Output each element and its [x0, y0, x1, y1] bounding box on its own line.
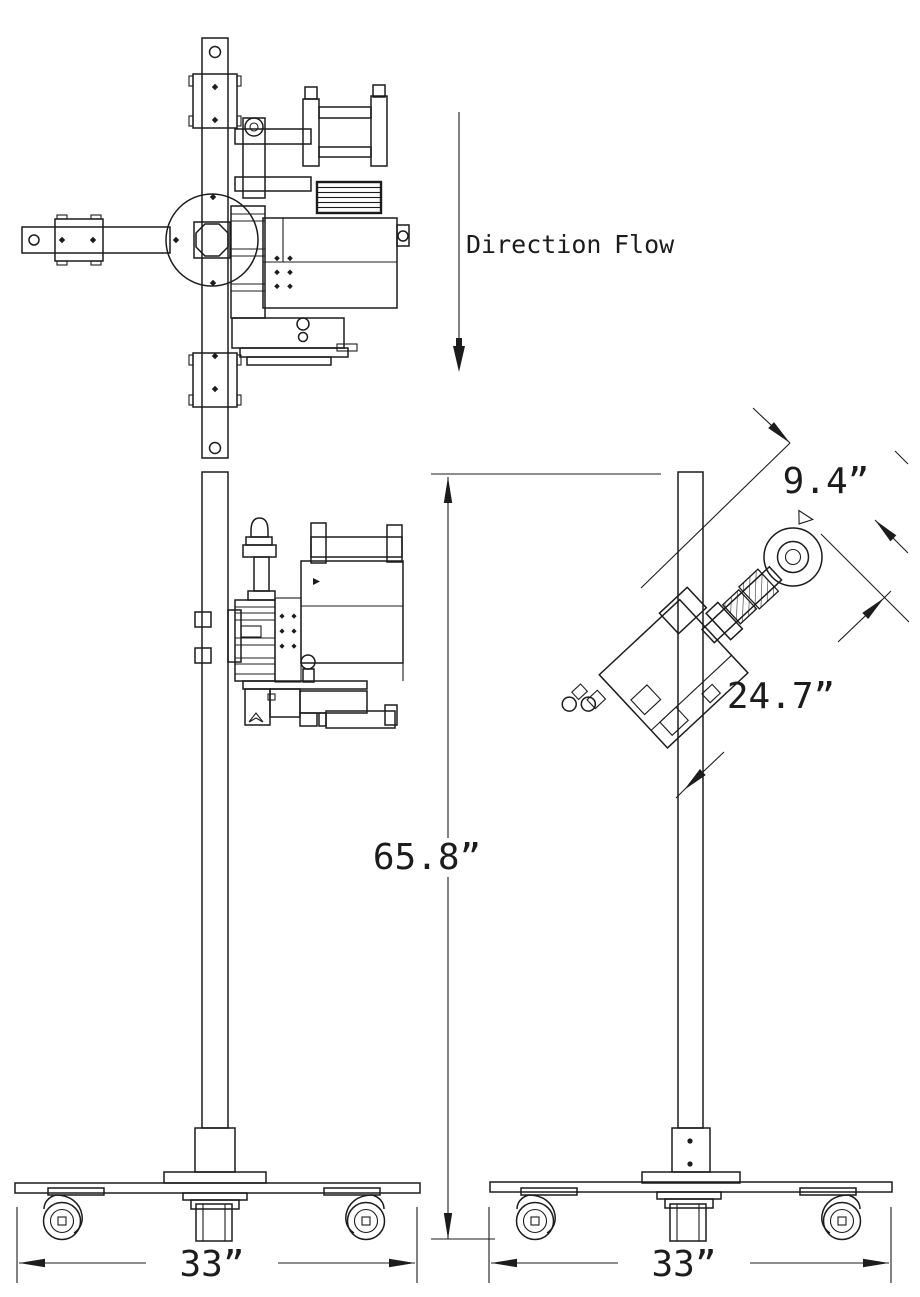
direction-flow-label-word1: Direction [466, 230, 601, 259]
plan-view [21, 37, 410, 459]
dimension-base-width-side: 33” [488, 1207, 892, 1285]
rewind-spool [302, 84, 388, 167]
head-length-label: 24.7” [727, 676, 835, 717]
dimension-head-width: 9.4” [640, 407, 909, 589]
crossbar-clamp-top [188, 73, 242, 129]
plan-crossbar [201, 37, 229, 459]
caster-right-side [799, 1187, 862, 1241]
knob [244, 117, 264, 137]
direction-flow-annotation: Direction Flow [453, 112, 675, 372]
front-view [14, 471, 421, 1242]
dimension-head-length: 24.7” [675, 533, 910, 799]
pole-socket-front [163, 1171, 267, 1184]
plan-applicator [230, 84, 410, 366]
flow-arrowhead [453, 346, 465, 372]
plan-hub [165, 193, 259, 287]
base-width-side-label: 33” [651, 1244, 716, 1285]
applicator-body-side [598, 598, 749, 749]
stand-pole-front [201, 471, 229, 1129]
direction-flow-label-word2: Flow [614, 230, 675, 259]
rewind-disc [763, 527, 823, 587]
crossbar-top-hole [208, 45, 222, 59]
overall-height-label: 65.8” [373, 837, 481, 878]
stand-pole-side [677, 471, 704, 1129]
base-width-front-label: 33” [179, 1244, 244, 1285]
peel-roller-front [300, 654, 316, 670]
crossbar-bottom-hole [208, 441, 222, 455]
plan-left-arm [21, 214, 180, 266]
caster-right-front [323, 1187, 386, 1241]
side-view [489, 471, 893, 1242]
applicator-body-plan [262, 217, 398, 309]
caster-left-front [42, 1187, 105, 1241]
label-roll-stack [315, 180, 383, 215]
pole-lower-tube-front [194, 1127, 236, 1173]
label-applicator-front [234, 517, 404, 729]
head-width-label: 9.4” [783, 461, 870, 502]
applicator-body-front [300, 560, 404, 664]
pole-socket-side [641, 1171, 741, 1184]
label-applicator-side [561, 509, 823, 749]
dimension-base-width-front: 33” [16, 1207, 418, 1285]
caster-center-front [182, 1192, 248, 1242]
pole-clamp-side [658, 586, 708, 635]
dimension-overall-height: 65.8” [373, 473, 661, 1240]
crossbar-clamp-bottom [188, 352, 242, 408]
caster-center-side [656, 1191, 722, 1242]
caster-left-side [515, 1187, 578, 1241]
